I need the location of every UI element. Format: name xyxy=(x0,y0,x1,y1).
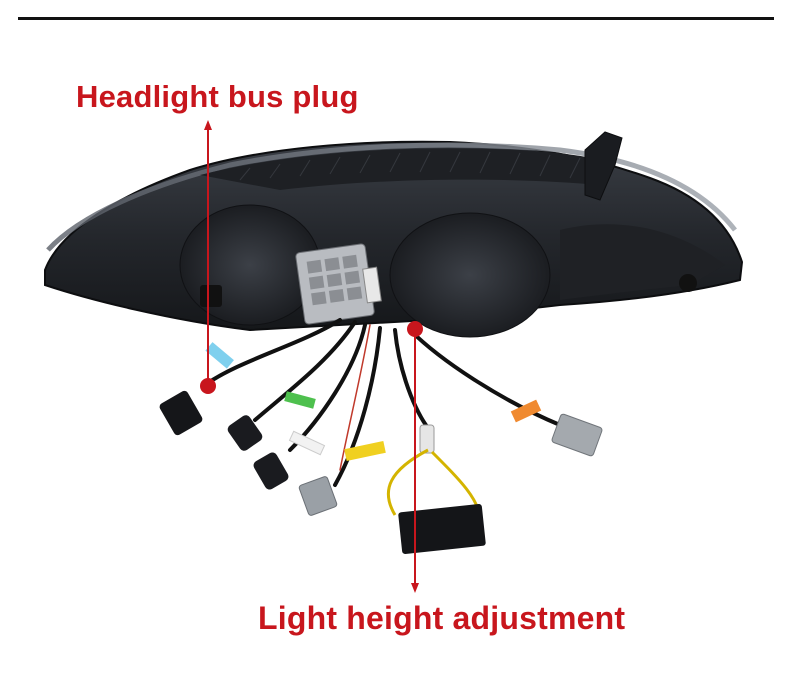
arrow-down-icon xyxy=(411,583,419,593)
light-height-adjustment-module xyxy=(386,448,486,554)
callout-light-height-adjustment xyxy=(407,321,423,593)
marker-dot-icon xyxy=(407,321,423,337)
wire-plugs xyxy=(159,390,603,516)
wire-tags xyxy=(205,342,542,462)
main-connector-block xyxy=(295,243,382,325)
marker-dot-icon xyxy=(200,378,216,394)
headlight-bus-plug-label: Headlight bus plug xyxy=(76,79,359,114)
headlight-housing xyxy=(44,131,744,338)
arrow-up-icon xyxy=(204,120,212,130)
light-height-adjustment-label: Light height adjustment xyxy=(258,600,626,636)
top-divider-rule xyxy=(18,17,774,20)
callout-headlight-bus-plug xyxy=(200,120,216,394)
